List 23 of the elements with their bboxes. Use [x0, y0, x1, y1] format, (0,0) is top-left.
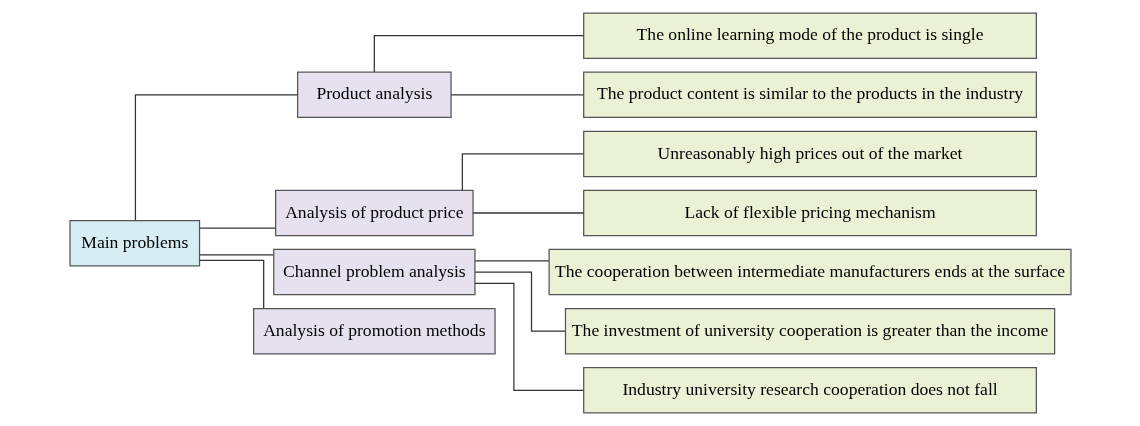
connector — [474, 271, 566, 332]
node-box: Lack of flexible pricing mechanism — [582, 189, 1037, 237]
connector — [373, 35, 584, 73]
connector — [134, 94, 298, 221]
connector — [450, 94, 584, 96]
node-box: Product analysis — [296, 71, 452, 119]
node-box: Analysis of product price — [274, 189, 474, 237]
connector — [472, 212, 584, 214]
node-box: The investment of university cooperation is greater than the income — [564, 307, 1055, 355]
node-box: The online learning mode of the product is single — [582, 12, 1037, 59]
node-box: The product content is similar to the products in the industry — [582, 71, 1037, 119]
connector — [198, 254, 274, 256]
node-box: The cooperation between intermediate manufacturers ends at the surface — [548, 248, 1072, 296]
node-box: Analysis of promotion methods — [252, 307, 496, 355]
connector — [461, 153, 584, 191]
node-box: Unreasonably high prices out of the market — [582, 130, 1037, 178]
connector — [198, 259, 264, 310]
node-box: Main problems — [68, 219, 200, 267]
node-box: Channel problem analysis — [272, 248, 476, 296]
connector — [474, 260, 549, 262]
connector — [473, 282, 584, 391]
connector — [198, 227, 276, 229]
node-box: Industry university research cooperation does not fall — [582, 367, 1037, 414]
